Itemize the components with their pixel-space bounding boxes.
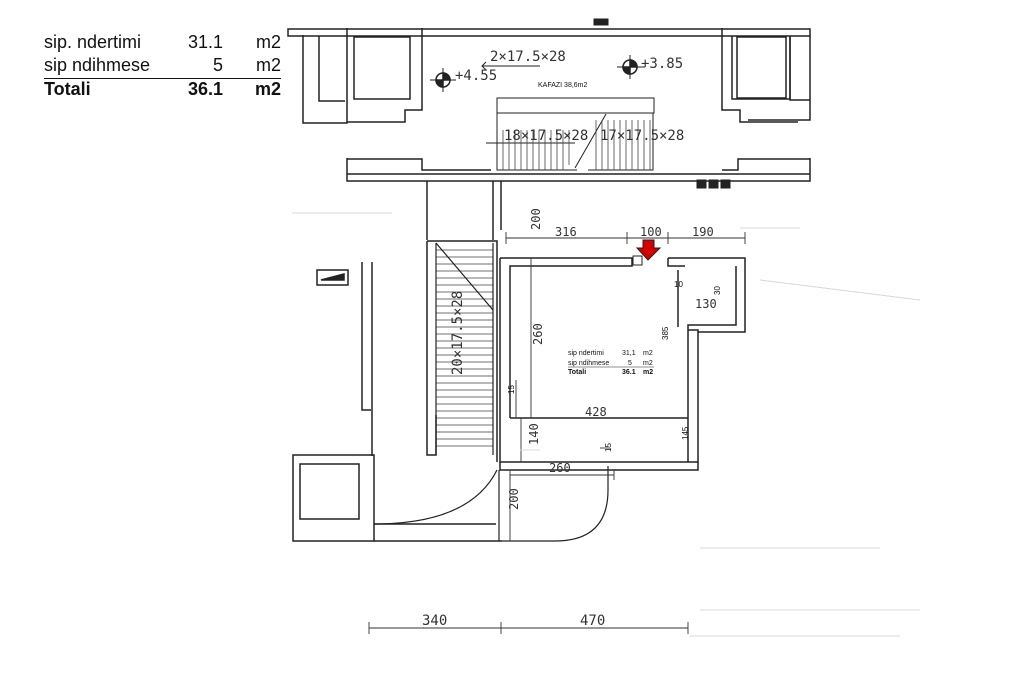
area-value: 36.1 (187, 79, 223, 99)
area-label: sip. ndertimi (44, 32, 142, 52)
inner-row-unit: m2 (643, 360, 653, 367)
area-label: sip ndihmese (44, 55, 151, 75)
dim-15-right: 15 (604, 443, 613, 452)
dim-10: 10 (674, 280, 683, 289)
dimension-lines (368, 232, 746, 634)
inner-row-label: Totali (568, 369, 586, 376)
upper-stair (486, 97, 655, 171)
dim-15-left: 15 (507, 385, 516, 394)
dim-200-top: 200 (529, 208, 543, 230)
area-unit: m2 (255, 32, 281, 52)
level-right-label: +3.85 (641, 56, 683, 72)
inner-row-unit: m2 (643, 369, 653, 376)
dim-100: 100 (640, 225, 662, 239)
stair-top-label: 2×17.5×28 (490, 49, 566, 65)
area-unit: m2 (255, 55, 281, 75)
level-left-label: +4.55 (455, 68, 497, 84)
scan-marks (292, 212, 921, 637)
area-value: 5 (212, 55, 223, 75)
level-marker-right (617, 55, 645, 79)
dim-260-horizontal: 260 (549, 461, 571, 475)
location-marker-icon (635, 239, 662, 261)
inner-row-value: 31,1 (622, 350, 636, 357)
area-row-total: Totali 36.1 m2 (44, 79, 281, 102)
inner-row-label: sip ndertimi (568, 350, 604, 357)
dim-340: 340 (422, 613, 447, 629)
dim-200-bottom: 200 (507, 488, 521, 510)
dim-316: 316 (555, 225, 577, 239)
dim-428: 428 (585, 405, 607, 419)
lower-plan-walls (292, 181, 746, 542)
room-label: KAFAZI 38,6m2 (538, 82, 588, 89)
upper-stair-treads (502, 120, 651, 170)
dim-145: 145 (681, 426, 690, 440)
door-arcs (373, 466, 609, 542)
stair-right-label: 17×17.5×28 (600, 128, 684, 144)
inner-row-value: 36.1 (622, 369, 636, 376)
dim-260-vertical: 260 (531, 323, 545, 345)
dim-30: 30 (713, 286, 722, 295)
dim-385: 385 (661, 326, 670, 340)
area-row-auxiliary: sip ndihmese 5 m2 (44, 55, 281, 79)
inner-area-table: sip ndertimi 31,1 m2 sip ndihmese 5 m2 T… (568, 350, 654, 376)
area-row-construction: sip. ndertimi 31.1 m2 (44, 32, 281, 55)
lower-stair (435, 242, 494, 455)
dim-130: 130 (695, 297, 717, 311)
area-unit: m2 (254, 79, 281, 99)
level-marker-left (430, 68, 456, 92)
upper-plan-walls (287, 28, 811, 182)
dim-190: 190 (692, 225, 714, 239)
dim-470: 470 (580, 613, 605, 629)
symbols-top-right (593, 18, 731, 189)
inner-row-label: sip ndihmese (568, 360, 609, 367)
area-label: Totali (44, 79, 91, 99)
dim-140: 140 (527, 423, 541, 445)
stair-left-label: 18×17.5×28 (504, 128, 588, 144)
window-symbol (316, 269, 349, 286)
area-summary-table: sip. ndertimi 31.1 m2 sip ndihmese 5 m2 … (44, 32, 281, 102)
inner-row-value: 5 (628, 360, 632, 367)
stair-vertical-label: 20×17.5×28 (450, 291, 466, 375)
area-value: 31.1 (187, 32, 223, 52)
inner-row-unit: m2 (643, 350, 653, 357)
